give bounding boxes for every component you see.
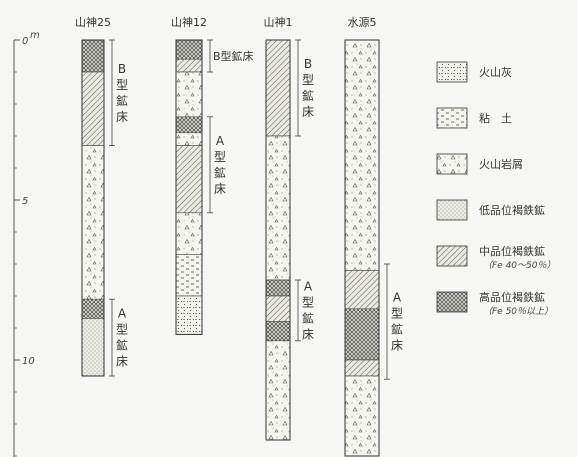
legend-item: 火山灰 xyxy=(436,61,512,83)
layer-high xyxy=(81,298,105,319)
legend-swatch-tuff xyxy=(436,153,468,175)
legend-label: 火山岩屑 xyxy=(479,157,523,171)
layer-tuff xyxy=(175,212,203,255)
layer-low xyxy=(81,318,105,377)
legend-swatch-mid xyxy=(436,245,468,267)
layer-tuff xyxy=(265,135,291,281)
well-name: 山神1 xyxy=(264,15,293,29)
layer-ash xyxy=(175,295,203,335)
legend-item: 粘 土 xyxy=(436,107,512,129)
layer-mid xyxy=(81,71,105,146)
column-outline xyxy=(344,39,380,457)
legend-note: （Fe 40～50％） xyxy=(483,260,555,271)
layer-tuff xyxy=(344,375,380,457)
depth-axis: 0m 5 10 xyxy=(13,30,40,457)
legend-label: 高品位褐鉄鉱 xyxy=(479,290,545,304)
legend-label: 火山灰 xyxy=(479,65,512,79)
legend-item: 火山岩屑 xyxy=(436,153,523,175)
layer-tuff xyxy=(175,132,203,146)
layer-high xyxy=(175,116,203,134)
layer-high xyxy=(265,321,291,342)
legend-label: 中品位褐鉄鉱 xyxy=(479,244,545,258)
column-outline xyxy=(265,39,291,441)
layer-tuff xyxy=(344,39,380,271)
depth-tick-label: 0 xyxy=(22,36,28,47)
well-name: 水源5 xyxy=(348,15,377,29)
legend-note: （Fe 50％以上） xyxy=(483,306,553,317)
legend-item: 低品位褐鉄鉱 xyxy=(436,199,545,221)
layer-high xyxy=(175,39,203,60)
layer-tuff xyxy=(265,340,291,441)
legend-swatch-high xyxy=(436,291,468,313)
layer-mid xyxy=(265,295,291,322)
layer-tuff xyxy=(175,71,203,118)
layer-mid xyxy=(344,270,380,310)
layer-high xyxy=(265,279,291,297)
depth-tick-label: 5 xyxy=(22,196,28,207)
legend-item: 中品位褐鉄鉱 （Fe 40～50％） xyxy=(436,244,555,271)
layer-mid xyxy=(344,359,380,377)
legend-swatch-low xyxy=(436,199,468,221)
column-outline xyxy=(175,39,203,335)
legend-item: 高品位褐鉄鉱 （Fe 50％以上） xyxy=(436,290,553,317)
layer-high xyxy=(344,308,380,361)
legend-label: 粘 土 xyxy=(479,111,512,125)
well-name: 山神12 xyxy=(171,15,207,29)
layer-tuff xyxy=(81,145,105,300)
orebody-bracket: B型鉱床 xyxy=(207,39,254,73)
well-name: 山神25 xyxy=(75,15,111,29)
legend-swatch-clay xyxy=(436,107,468,129)
orebody-label: B型鉱床 xyxy=(213,49,254,63)
legend-swatch-ash xyxy=(436,61,468,83)
layer-mid xyxy=(265,39,291,137)
column-outline xyxy=(81,39,105,377)
layer-high xyxy=(81,39,105,73)
depth-tick-label: 10 xyxy=(22,356,35,367)
layer-mid xyxy=(175,145,203,214)
depth-unit-label: m xyxy=(30,30,40,41)
layer-clay xyxy=(175,254,203,297)
layer-mid xyxy=(175,58,203,73)
legend-label: 低品位褐鉄鉱 xyxy=(479,203,545,217)
